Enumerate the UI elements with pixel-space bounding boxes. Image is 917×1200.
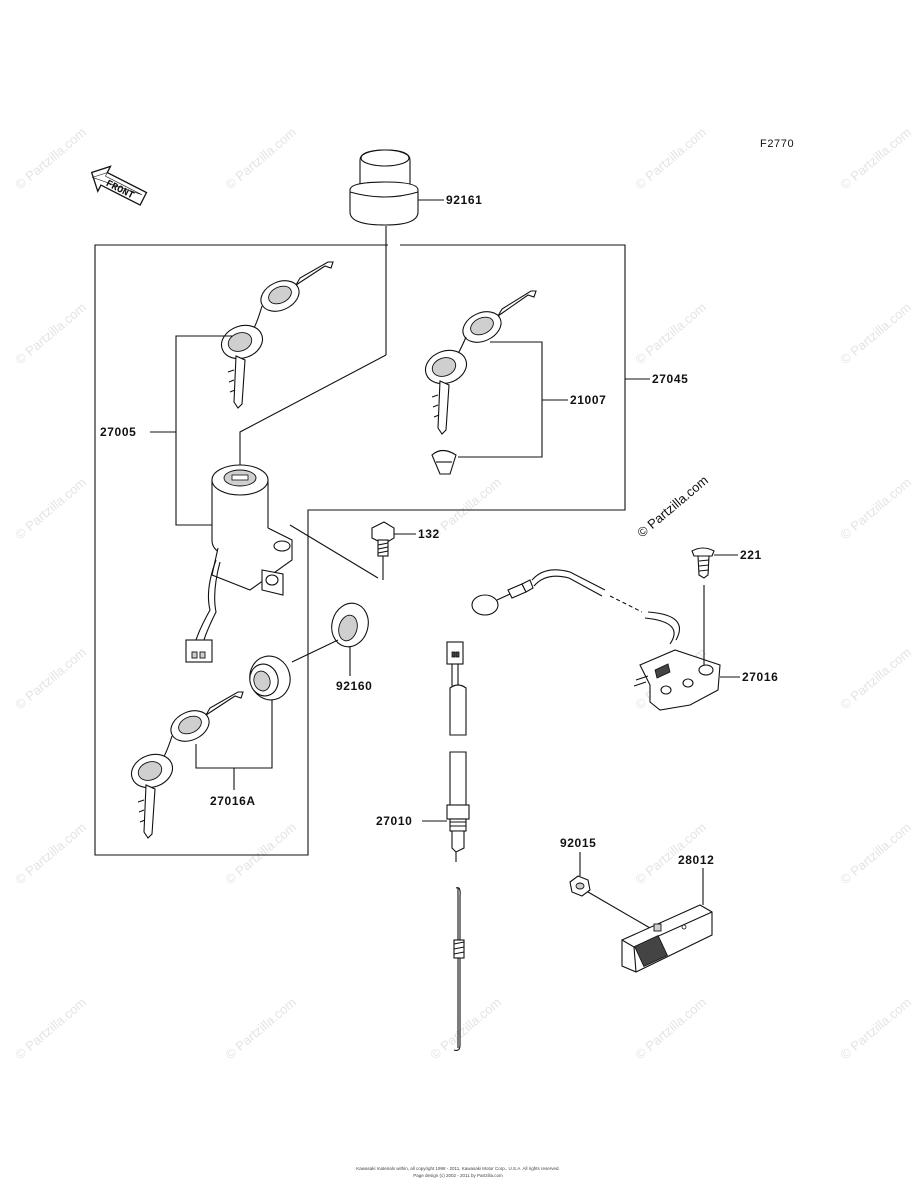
watermark: © Partzilla.com <box>222 994 299 1062</box>
leader-92161-to-switch <box>239 354 387 466</box>
figure-code: F2770 <box>760 138 794 150</box>
leader-92160-lock <box>291 639 339 663</box>
part-28012-reflector <box>621 904 713 973</box>
watermark: © Partzilla.com <box>12 994 89 1062</box>
watermark-dark: © Partzilla.com <box>634 472 711 540</box>
group-outline <box>94 244 626 856</box>
part-221-screw <box>691 547 715 579</box>
part-21007-keys <box>424 290 537 475</box>
watermark: © Partzilla.com <box>837 124 914 192</box>
watermark: © Partzilla.com <box>427 994 504 1062</box>
label-27010: 27010 <box>376 814 412 828</box>
watermark: © Partzilla.com <box>837 994 914 1062</box>
watermark: © Partzilla.com <box>837 299 914 367</box>
part-92160-seal <box>331 602 369 648</box>
label-92161: 92161 <box>446 193 482 207</box>
watermark: © Partzilla.com <box>837 644 914 712</box>
part-27016-switch-assembly <box>471 569 721 711</box>
part-132-bolt <box>371 521 395 557</box>
watermark: © Partzilla.com <box>12 819 89 887</box>
watermark: © Partzilla.com <box>632 124 709 192</box>
watermark-layer: © Partzilla.com © Partzilla.com © Partzi… <box>12 124 914 1062</box>
leader-21007 <box>458 341 543 458</box>
watermark: © Partzilla.com <box>12 474 89 542</box>
label-27045: 27045 <box>652 372 688 386</box>
label-27005: 27005 <box>100 425 136 439</box>
label-27016A: 27016A <box>210 794 256 808</box>
label-21007: 21007 <box>570 393 606 407</box>
key-set-upper-left <box>220 261 334 409</box>
part-92161-cap <box>349 149 419 226</box>
leader-132-switch <box>289 524 379 579</box>
label-27016: 27016 <box>742 670 778 684</box>
label-221: 221 <box>740 548 762 562</box>
leader-27016A <box>195 700 273 769</box>
watermark: © Partzilla.com <box>632 994 709 1062</box>
watermark: © Partzilla.com <box>222 124 299 192</box>
watermark: © Partzilla.com <box>222 819 299 887</box>
watermark: © Partzilla.com <box>12 124 89 192</box>
part-92015-nut <box>569 875 591 897</box>
watermark: © Partzilla.com <box>837 474 914 542</box>
watermark: © Partzilla.com <box>12 644 89 712</box>
key-set-lower-left <box>130 691 244 839</box>
leader-92015-reflector <box>587 891 651 929</box>
watermark: © Partzilla.com <box>837 819 914 887</box>
footer-copyright: Kawasaki materials within, all copyright… <box>356 1166 560 1171</box>
label-132: 132 <box>418 527 440 541</box>
footer-design: Page design (c) 2002 - 2011 by Partzilla… <box>413 1173 503 1178</box>
part-27005-ignition-switch <box>185 464 293 663</box>
leader-27005 <box>175 335 232 526</box>
part-27010-sensor <box>446 641 470 1051</box>
label-92160: 92160 <box>336 679 372 693</box>
part-27016A-lock-cylinder <box>249 655 291 701</box>
watermark: © Partzilla.com <box>632 299 709 367</box>
label-28012: 28012 <box>678 853 714 867</box>
label-92015: 92015 <box>560 836 596 850</box>
watermark: © Partzilla.com <box>12 299 89 367</box>
front-arrow-icon: FRONT <box>90 165 148 206</box>
